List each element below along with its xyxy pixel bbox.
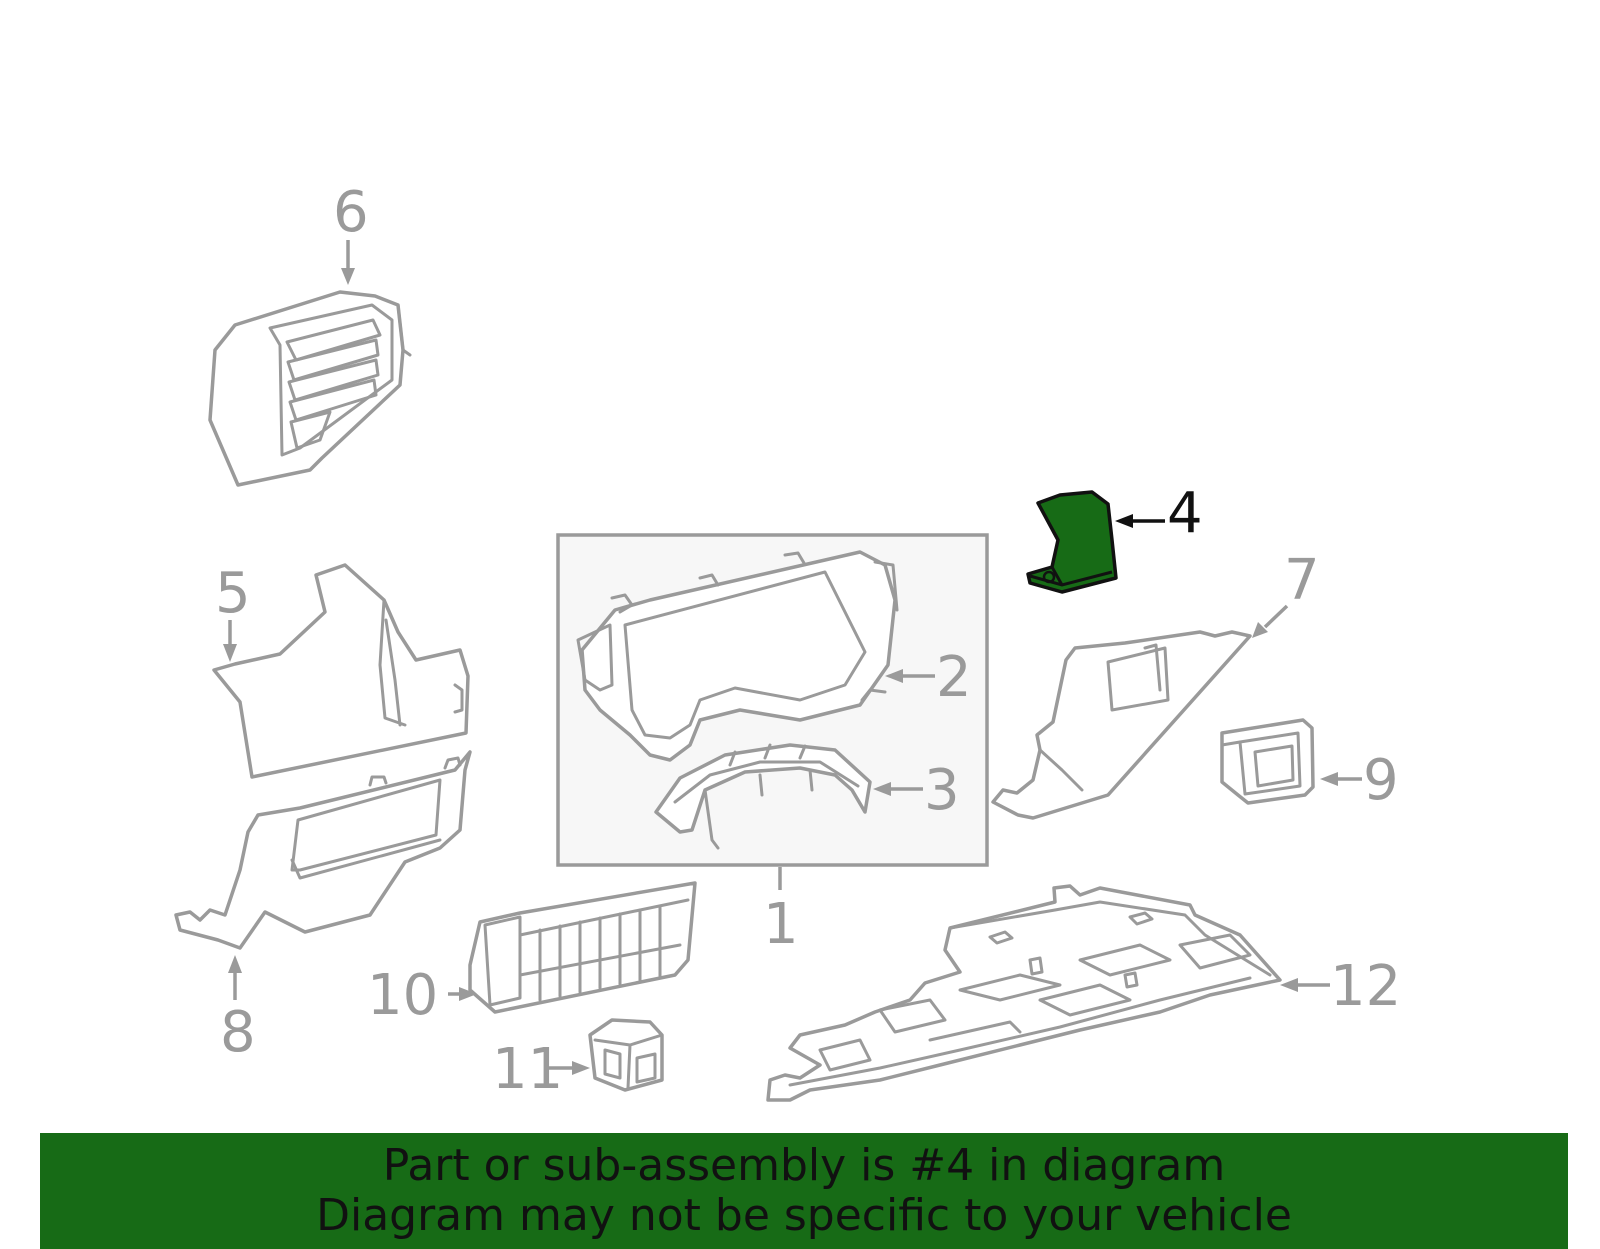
callout-12: 12 (1330, 954, 1401, 1019)
callout-2: 2 (936, 645, 972, 710)
part-10-vent-grille (468, 881, 697, 1014)
part-4-bracket-highlighted (1026, 490, 1118, 594)
part-9-small-duct (1220, 718, 1315, 805)
part-11-small-block (588, 1018, 664, 1092)
part-8-lower-bracket (174, 750, 472, 950)
callout-5: 5 (215, 561, 251, 626)
callout-11: 11 (492, 1037, 563, 1102)
callout-7: 7 (1284, 548, 1320, 613)
callout-9: 9 (1363, 748, 1399, 813)
callout-labels: 6 5 8 2 3 1 4 7 9 10 11 12 (215, 180, 1401, 1102)
banner-part-notice: Part or sub-assembly is #4 in diagram (382, 1140, 1226, 1191)
callout-1: 1 (763, 892, 799, 957)
callout-10: 10 (367, 963, 438, 1028)
banner-disclaimer: Diagram may not be specific to your vehi… (316, 1190, 1292, 1241)
part-5-lower-panel (212, 563, 470, 779)
callout-6: 6 (333, 180, 369, 245)
part-3-trim-arc (654, 743, 872, 850)
part-6-air-vent (208, 290, 412, 487)
callout-leaders (223, 240, 1362, 1075)
callout-3: 3 (924, 758, 960, 823)
part-2-instrument-cluster (576, 550, 899, 762)
callout-8: 8 (220, 1000, 256, 1065)
callout-4: 4 (1167, 481, 1203, 546)
info-banner: Part or sub-assembly is #4 in diagram Di… (40, 1133, 1568, 1249)
part-12-support-tray (766, 884, 1282, 1102)
part-7-side-panel (991, 630, 1252, 820)
